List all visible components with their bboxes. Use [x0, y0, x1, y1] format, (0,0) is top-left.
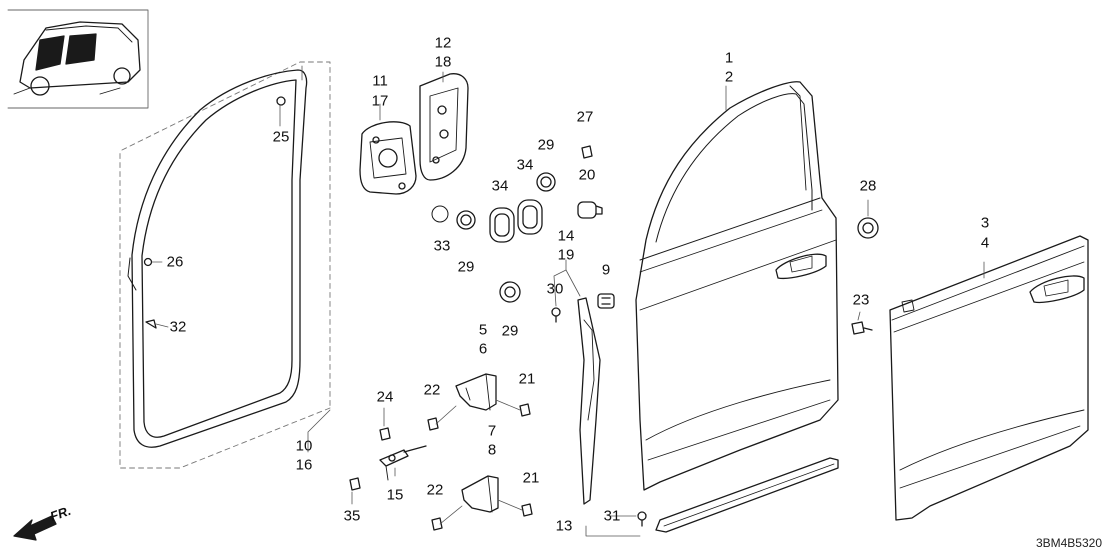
door-latch-module: [419, 73, 469, 181]
bolt-35: [349, 477, 361, 491]
callout-34-b: 34: [516, 156, 534, 174]
clip-9: [597, 293, 615, 309]
clip-31: [637, 511, 647, 527]
clip-30: [551, 307, 561, 323]
callout-32: 32: [169, 318, 187, 336]
callout-8: 8: [487, 441, 497, 459]
callout-14: 14: [557, 227, 575, 245]
callout-17: 17: [371, 92, 389, 110]
callout-11: 11: [372, 72, 388, 90]
callout-4: 4: [980, 234, 990, 252]
callout-27: 27: [576, 108, 594, 126]
callout-20: 20: [578, 166, 596, 184]
callout-19: 19: [557, 246, 575, 264]
rear-door-panel: [889, 235, 1089, 521]
callout-33: 33: [433, 237, 451, 255]
callout-6: 6: [478, 340, 488, 358]
bolt-23: [851, 321, 873, 335]
bolt-21-lower: [497, 499, 533, 517]
door-check-15: [379, 445, 427, 481]
callout-22-upper: 22: [423, 381, 441, 399]
callout-34-a: 34: [491, 177, 509, 195]
rear-door-handle-recess: [1029, 275, 1085, 304]
callout-26: 26: [166, 253, 184, 271]
callout-21-upper: 21: [518, 370, 536, 388]
seal-33: [431, 205, 449, 223]
bolt-22-lower: [431, 505, 463, 531]
door-weatherstrip: [119, 61, 331, 469]
b-pillar-garnish: [577, 297, 601, 505]
callout-1: 1: [724, 49, 734, 67]
callout-29-b: 29: [537, 136, 555, 154]
vehicle-locator-inset: [7, 9, 149, 109]
bolt-22-upper: [427, 405, 457, 431]
callout-22-lower: 22: [426, 481, 444, 499]
callout-24: 24: [376, 388, 394, 406]
front-door-handle-recess: [775, 253, 827, 280]
leader-lines: [151, 65, 985, 537]
callout-5: 5: [478, 321, 488, 339]
grommet-29-a: [456, 210, 476, 230]
callout-30: 30: [546, 280, 564, 298]
callout-29-a: 29: [457, 258, 475, 276]
callout-18: 18: [434, 53, 452, 71]
seal-34-b: [517, 199, 543, 235]
bumper-20: [577, 201, 603, 219]
callout-3: 3: [980, 214, 990, 232]
callout-31: 31: [603, 507, 621, 525]
grommet-29-c: [499, 281, 521, 303]
callout-13: 13: [555, 517, 573, 535]
diagram-code: 3BM4B5320: [1035, 536, 1102, 550]
callout-7: 7: [487, 422, 497, 440]
upper-hinge: [455, 373, 497, 411]
clip-25: [276, 96, 286, 106]
lower-hinge: [461, 475, 499, 513]
front-direction-arrow: [13, 515, 57, 541]
callout-35: 35: [343, 507, 361, 525]
grommet-28: [857, 217, 879, 239]
callout-15: 15: [386, 486, 404, 504]
callout-25: 25: [272, 128, 290, 146]
callout-9: 9: [601, 261, 611, 279]
bolt-24: [379, 427, 391, 441]
clip-27: [581, 145, 593, 159]
callout-12: 12: [434, 34, 452, 52]
callout-21-lower: 21: [522, 469, 540, 487]
callout-2: 2: [724, 68, 734, 86]
clip-26: [143, 257, 153, 267]
callout-16: 16: [295, 456, 313, 474]
sill-garnish: [655, 457, 839, 533]
front-door-panel: [635, 81, 839, 491]
door-handle-module: [359, 121, 417, 195]
callout-23: 23: [852, 291, 870, 309]
bolt-21-upper: [495, 399, 531, 417]
callout-29-c: 29: [501, 322, 519, 340]
clip-32: [145, 319, 157, 329]
grommet-29-b: [536, 172, 556, 192]
callout-28: 28: [859, 177, 877, 195]
seal-34-a: [489, 207, 515, 243]
callout-10: 10: [295, 437, 313, 455]
